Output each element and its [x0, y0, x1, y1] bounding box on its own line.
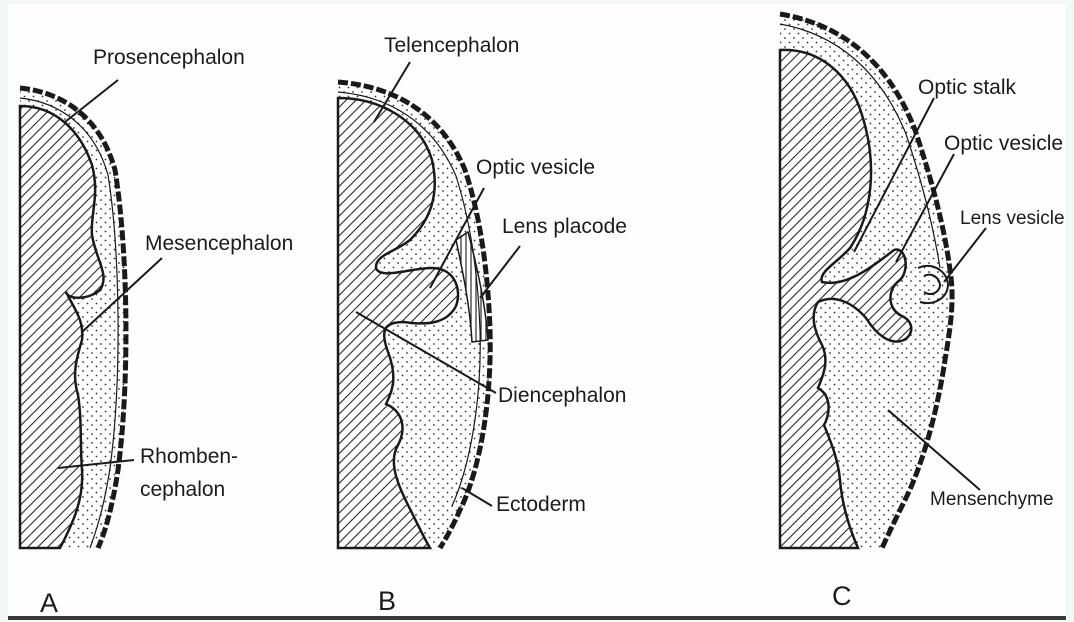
label-lens-vesicle: Lens vesicle: [960, 208, 1065, 229]
panel-a-label: A: [40, 588, 58, 618]
leader-prosencephalon: [65, 80, 118, 122]
panel-a: Prosencephalon Mesencephalon Rhomben- ce…: [20, 46, 293, 618]
label-optic-stalk: Optic stalk: [918, 76, 1017, 99]
label-ectoderm: Ectoderm: [496, 493, 586, 516]
label-prosencephalon: Prosencephalon: [93, 46, 245, 69]
label-lens-placode: Lens placode: [502, 215, 627, 238]
panel-c: Optic stalk Optic vesicle Lens vesicle M…: [780, 14, 1065, 611]
label-mensenchyme: Mensenchyme: [930, 489, 1054, 510]
label-diencephalon: Diencephalon: [498, 384, 626, 407]
label-mesencephalon: Mesencephalon: [145, 232, 293, 255]
panel-b: Telencephalon Optic vesicle Lens placode…: [338, 34, 627, 616]
label-telencephalon: Telencephalon: [384, 34, 519, 57]
label-rhombencephalon-2: cephalon: [140, 478, 225, 501]
label-optic-vesicle-c: Optic vesicle: [944, 132, 1063, 155]
panel-c-label: C: [832, 581, 852, 611]
label-rhombencephalon-1: Rhomben-: [140, 445, 238, 468]
panel-b-label: B: [378, 586, 396, 616]
label-optic-vesicle-b: Optic vesicle: [476, 156, 595, 179]
